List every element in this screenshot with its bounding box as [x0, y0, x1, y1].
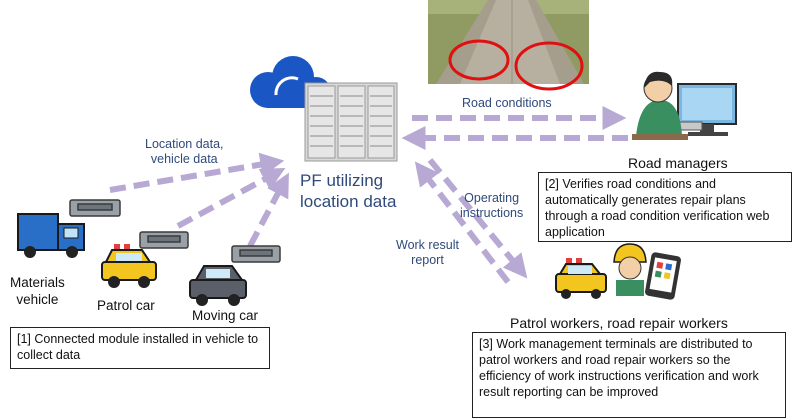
arrow-materials-to-pf	[109, 152, 285, 193]
worker-patrol-car-icon	[555, 258, 607, 299]
workers-note: [3] Work management terminals are distri…	[472, 332, 786, 418]
workers-title: Patrol workers, road repair workers	[510, 315, 728, 331]
pothole-circle-left	[448, 39, 510, 81]
work-result-report-line1: Work result	[396, 238, 459, 252]
repair-worker-icon	[613, 243, 647, 296]
arrow-work-result-report	[414, 161, 511, 284]
moving-car-label: Moving car	[192, 308, 259, 323]
platform-label-line2: location data	[300, 192, 397, 211]
location-data-label-line1: Location data,	[145, 137, 224, 151]
platform-label-line1: PF utilizing	[300, 171, 384, 190]
road-managers-title: Road managers	[628, 155, 728, 171]
connected-module-note: [1] Connected module installed in vehicl…	[10, 327, 270, 369]
materials-vehicle-label-line2: vehicle	[16, 292, 59, 307]
platform-label: PF utilizing location data	[300, 170, 396, 212]
connected-module-icon	[139, 231, 189, 249]
connected-module-icon	[69, 199, 121, 217]
pothole-circle-right	[514, 41, 584, 91]
smartphone-icon	[645, 252, 681, 300]
materials-vehicle-label: Materials vehicle	[10, 274, 65, 308]
patrol-car-label: Patrol car	[97, 298, 155, 313]
road-managers-note: [2] Verifies road conditions and automat…	[538, 172, 792, 242]
road-photo	[428, 0, 589, 91]
operating-instructions-line2: instructions	[460, 206, 524, 220]
moving-car-icon	[189, 265, 247, 306]
arrow-moving-to-pf	[247, 172, 289, 248]
operating-instructions-line1: Operating	[464, 191, 520, 205]
patrol-car-icon	[101, 244, 157, 288]
operating-instructions-label: Operating instructions	[460, 191, 523, 221]
arrow-operating-instructions	[427, 158, 528, 279]
location-data-label-line2: vehicle data	[150, 152, 218, 166]
work-result-report-line2: report	[411, 253, 444, 267]
road-manager-icon	[632, 71, 737, 140]
server-rack-icon	[304, 82, 398, 162]
road-conditions-label: Road conditions	[462, 96, 552, 110]
connected-module-icon	[231, 245, 281, 263]
work-result-report-label: Work result report	[396, 238, 459, 268]
materials-vehicle-label-line1: Materials	[10, 275, 65, 290]
location-data-label: Location data, vehicle data	[145, 137, 224, 167]
arrow-patrol-to-pf	[176, 168, 286, 229]
truck-icon	[17, 213, 85, 258]
